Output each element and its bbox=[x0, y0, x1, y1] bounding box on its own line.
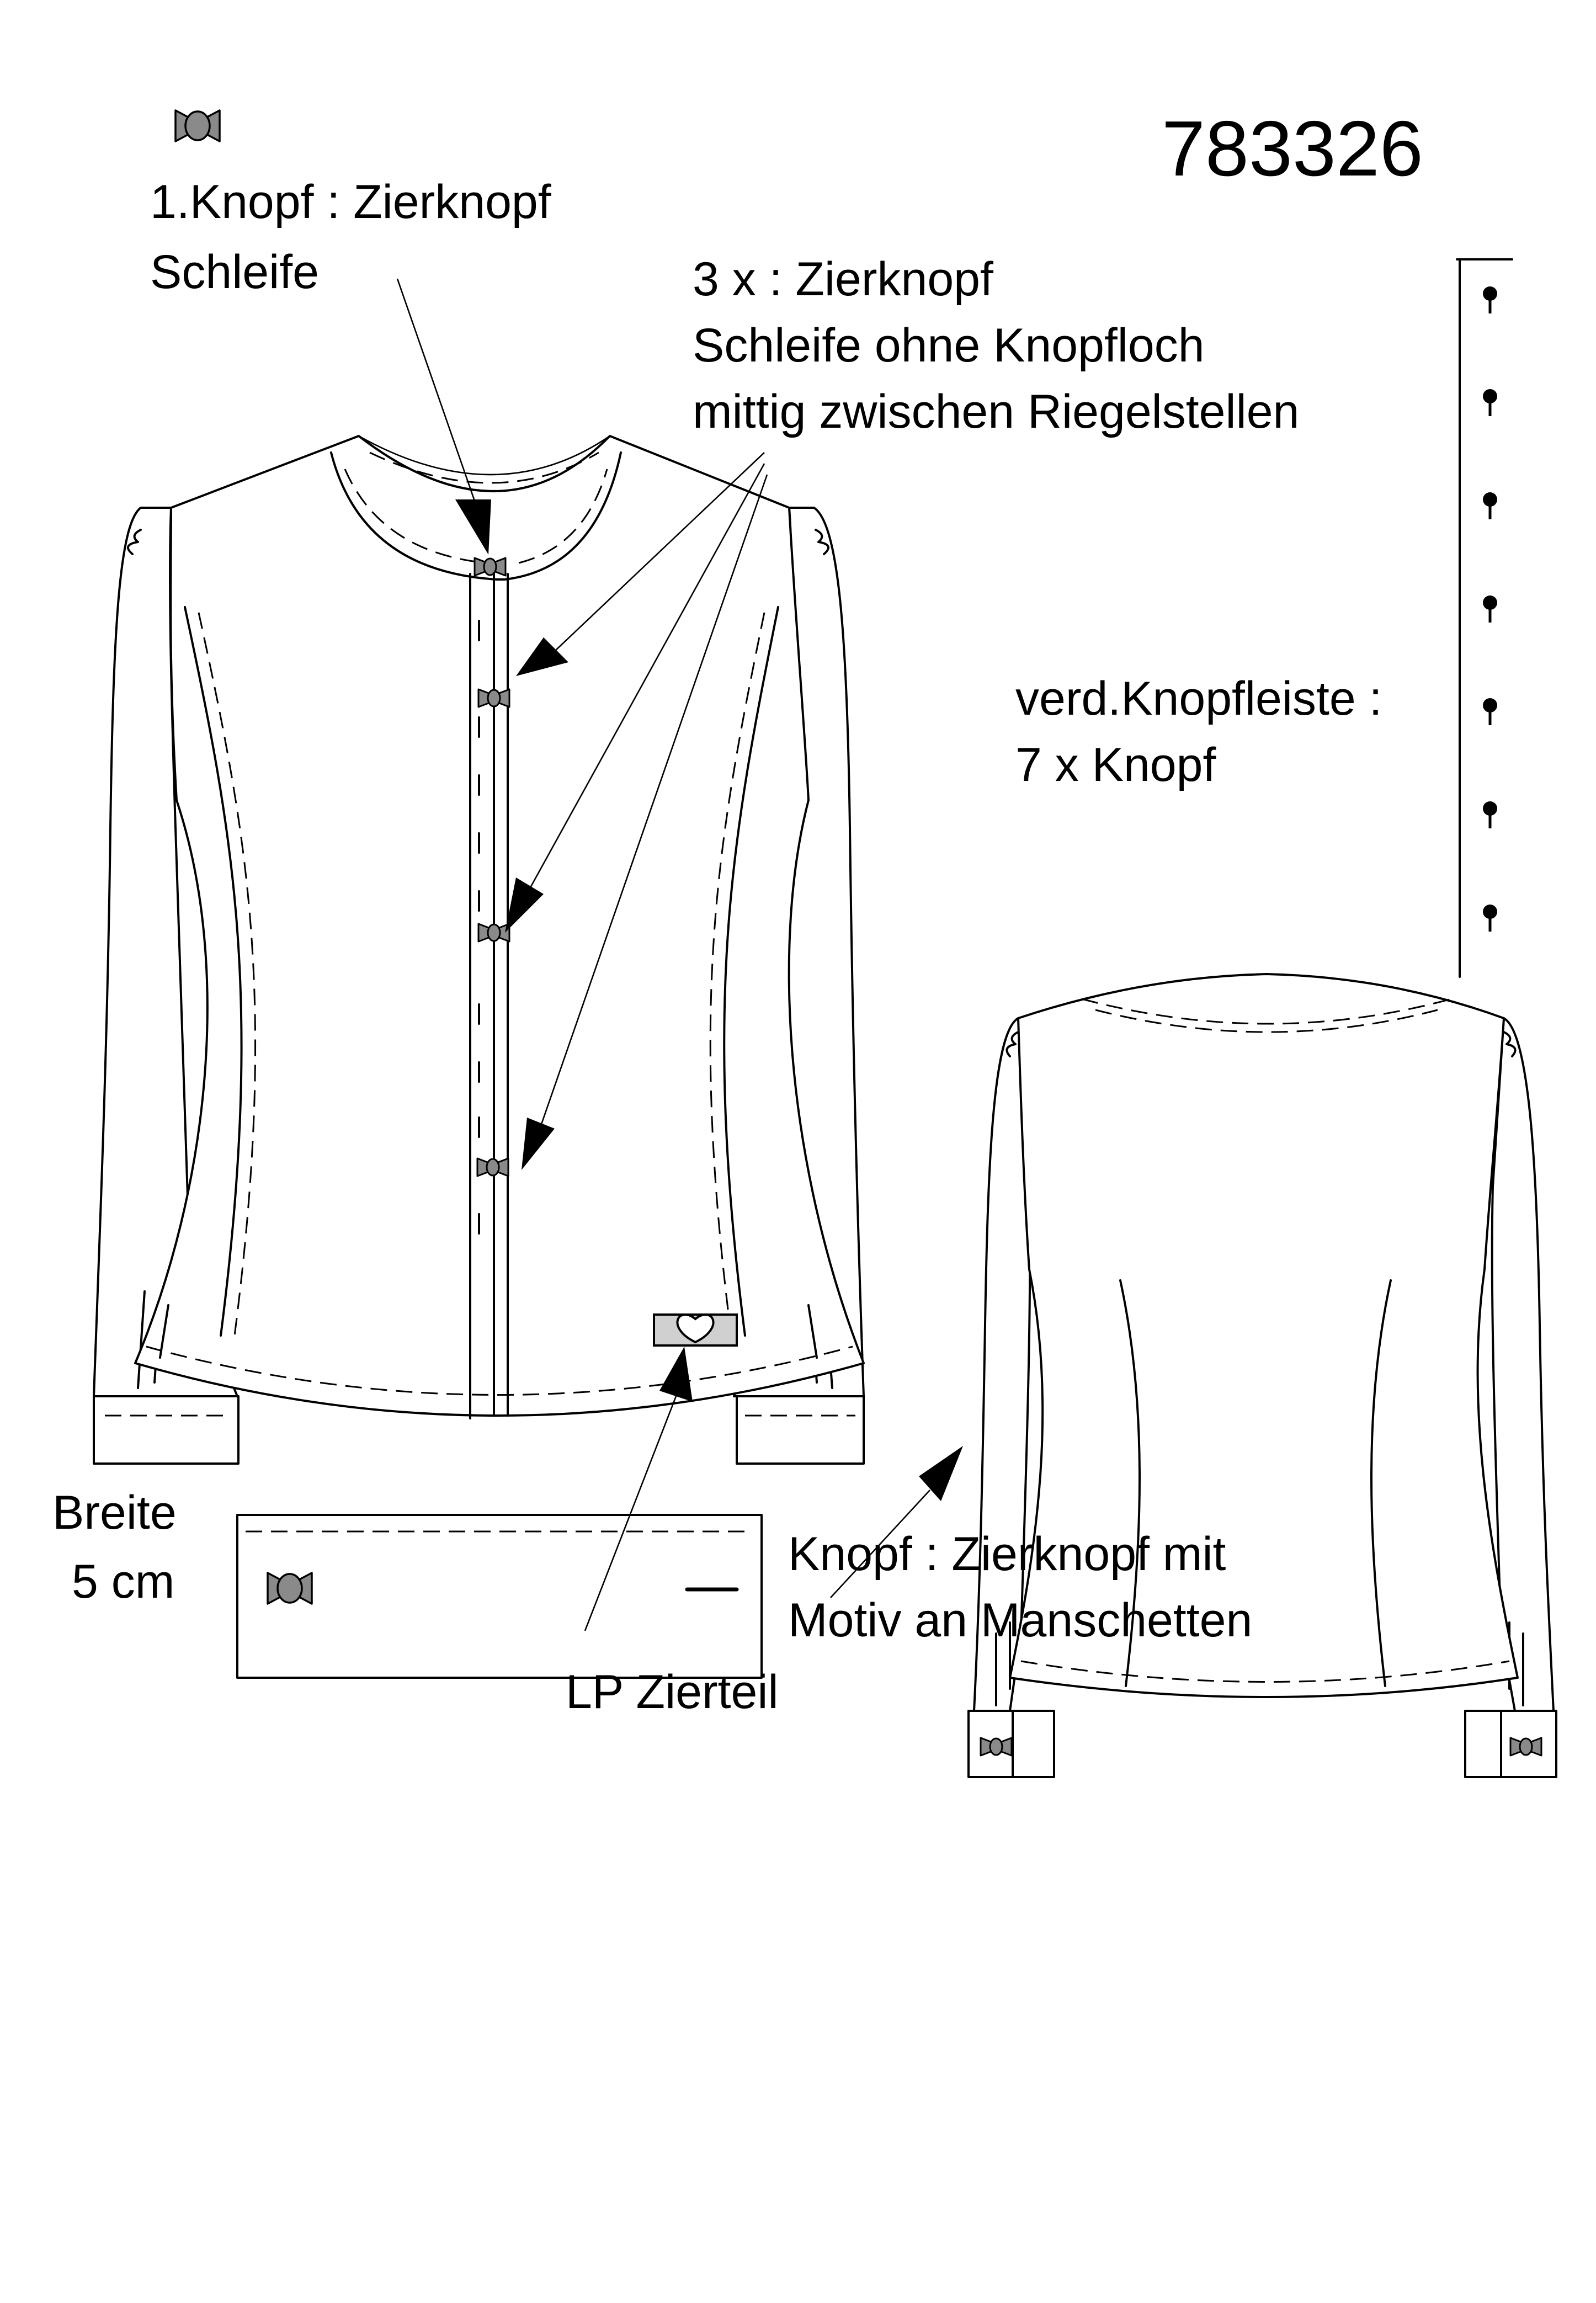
label-cuff-button: Knopf : Zierknopf mit Motiv an Manschett… bbox=[788, 1528, 1252, 1647]
label-lp-ornament: LP Zierteil bbox=[566, 1666, 779, 1719]
arrow-pointer-icon bbox=[455, 499, 491, 555]
button-dot-icon bbox=[1483, 286, 1497, 313]
label-cuff-width: Breite 5 cm bbox=[52, 1486, 190, 1608]
label-first-button: 1.Knopf : Zierknopf Schleife bbox=[150, 175, 565, 299]
heart-ornament-icon bbox=[653, 1313, 738, 1347]
front-placket bbox=[469, 573, 509, 1419]
front-view bbox=[93, 435, 865, 1465]
front-left-cuff bbox=[93, 1395, 240, 1465]
back-view bbox=[967, 973, 1557, 1778]
front-right-cuff bbox=[736, 1395, 865, 1465]
cuff-detail bbox=[236, 1514, 763, 1679]
label-hidden-placket: verd.Knopfleiste : 7 x Knopf bbox=[1015, 672, 1395, 791]
style-number: 783326 bbox=[1162, 105, 1423, 193]
back-body bbox=[1009, 973, 1519, 1698]
front-collar bbox=[330, 451, 622, 581]
label-three-buttons: 3 x : Zierknopf Schleife ohne Knopfloch … bbox=[693, 253, 1299, 438]
leader-lines bbox=[396, 278, 963, 1631]
front-body bbox=[134, 435, 865, 1417]
bow-button-icon bbox=[174, 109, 221, 142]
hidden-placket-diagram bbox=[1456, 258, 1513, 978]
